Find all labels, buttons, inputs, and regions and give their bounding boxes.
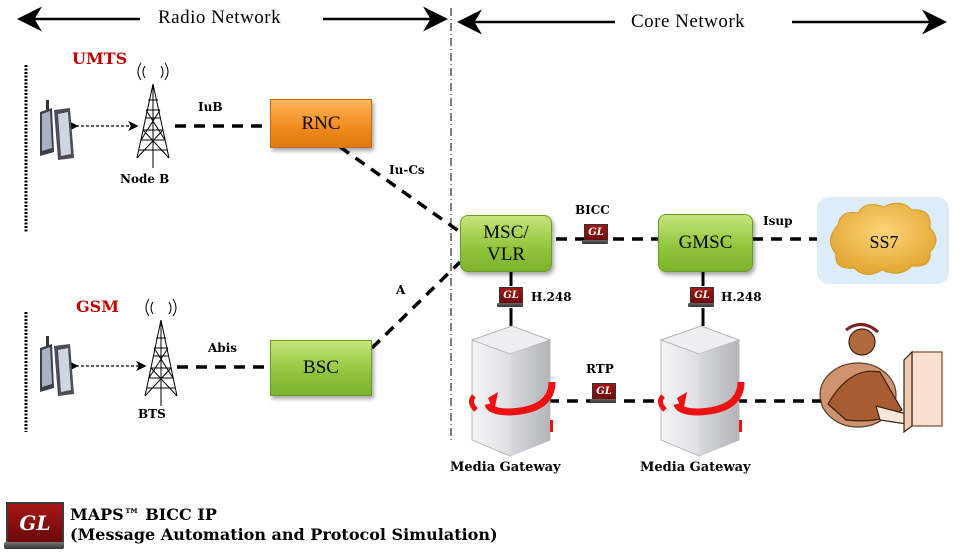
media-gateway-1-label: Media Gateway [450,460,561,475]
gl-rtp-analyzer-icon[interactable]: GL [590,383,616,403]
iu-cs-label: Iu-Cs [389,163,425,177]
gl-logo-text: GL [6,502,64,544]
gl-logo: GL [4,502,64,550]
user-at-computer-icon [819,323,943,434]
node-b-tower-icon [136,62,170,168]
msc-vlr-node[interactable]: MSC/ VLR [460,215,552,272]
media-gateway-2-icon [657,325,745,457]
ss7-label: SS7 [869,232,899,252]
gl-h248-analyzer-2-icon[interactable]: GL [688,287,714,307]
product-name: MAPS™ BICC IP [70,505,217,524]
gl-logo-base [4,542,64,549]
gl-badge-text: GL [499,287,523,304]
gmsc-label: GMSC [678,232,733,253]
iub-label: IuB [198,100,223,114]
core-network-title: Core Network [623,11,754,33]
h248-label-1: H.248 [531,290,572,304]
iu-cs-link [338,145,462,234]
umts-label: UMTS [72,49,128,68]
h248-label-2: H.248 [721,290,762,304]
gl-badge-text: GL [584,224,608,241]
rnc-label: RNC [301,112,341,134]
rtp-label: RTP [586,362,614,376]
node-b-label: Node B [120,172,170,186]
umts-phone-icon [40,100,74,160]
media-gateway-1-icon [468,325,556,457]
bts-label: BTS [138,407,166,421]
gl-badge-text: GL [690,287,714,304]
gl-badge-text: GL [592,383,616,400]
a-link [370,260,462,350]
gmsc-node[interactable]: GMSC [658,214,753,272]
msc-vlr-label-line1: MSC/ [483,221,529,243]
product-description: (Message Automation and Protocol Simulat… [70,525,498,544]
abis-label: Abis [208,341,238,355]
isup-label: Isup [763,214,793,228]
gl-bicc-analyzer-icon[interactable]: GL [582,224,608,244]
gl-h248-analyzer-1-icon[interactable]: GL [497,287,523,307]
gsm-label: GSM [76,297,119,316]
bts-tower-icon [144,298,178,406]
gsm-phone-icon [40,336,74,396]
media-gateway-2-label: Media Gateway [640,460,751,475]
ss7-cloud-icon [830,202,937,275]
msc-vlr-label-line2: VLR [487,243,525,265]
bicc-label: BICC [575,203,610,217]
a-label: A [396,283,406,297]
bsc-label: BSC [303,357,339,378]
radio-network-title: Radio Network [150,7,290,29]
bsc-node[interactable]: BSC [270,340,372,396]
ss7-node[interactable]: SS7 [838,225,930,259]
rnc-node[interactable]: RNC [270,99,372,148]
